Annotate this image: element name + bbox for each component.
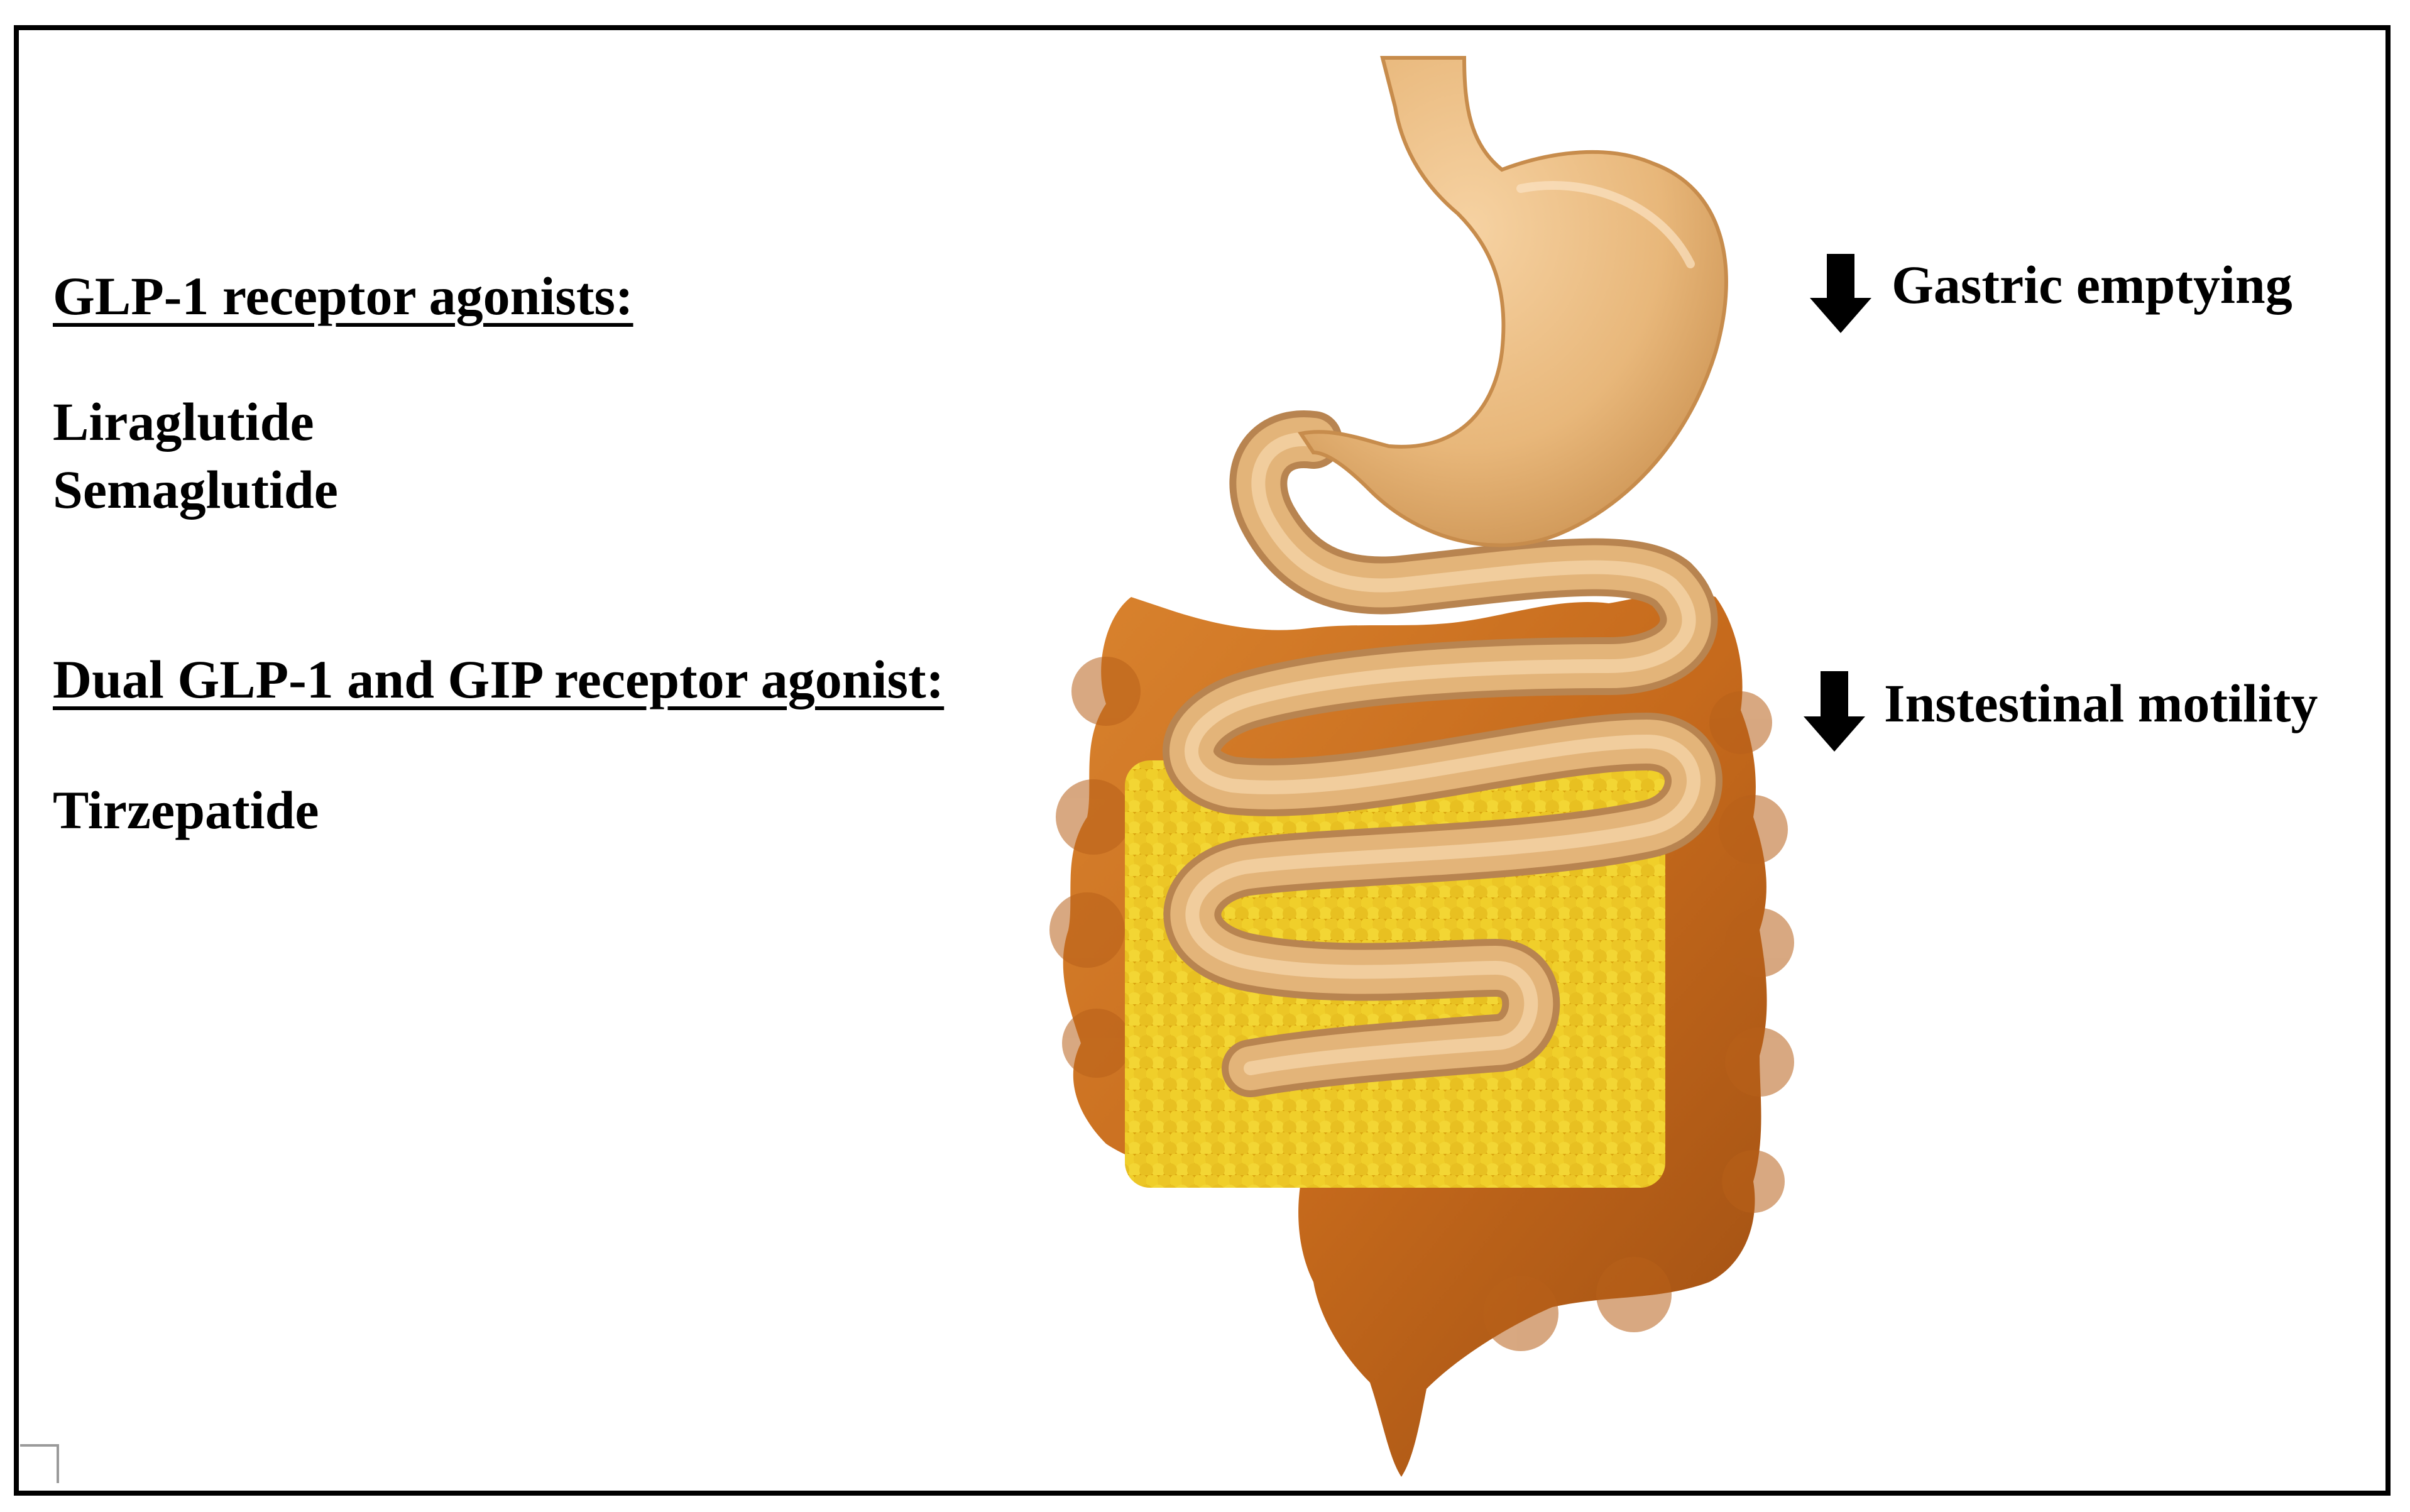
glp1-heading: GLP-1 receptor agonists:: [53, 266, 633, 326]
effect-gastric-emptying: Gastric emptying: [1892, 255, 2292, 315]
corner-mark: [20, 1444, 59, 1483]
down-arrow-icon: [1810, 254, 1871, 333]
drug-tirzepatide: Tirzepatide: [53, 780, 319, 840]
drug-semaglutide: Semaglutide: [53, 459, 338, 520]
effect-intestinal-motility: Instestinal motility: [1884, 673, 2318, 733]
drug-liraglutide: Liraglutide: [53, 392, 314, 452]
dual-agonist-heading: Dual GLP-1 and GIP receptor agonist:: [53, 649, 945, 709]
small-intestine: [1163, 410, 1723, 1097]
stomach: [1298, 56, 1728, 547]
down-arrow-icon: [1804, 671, 1865, 752]
